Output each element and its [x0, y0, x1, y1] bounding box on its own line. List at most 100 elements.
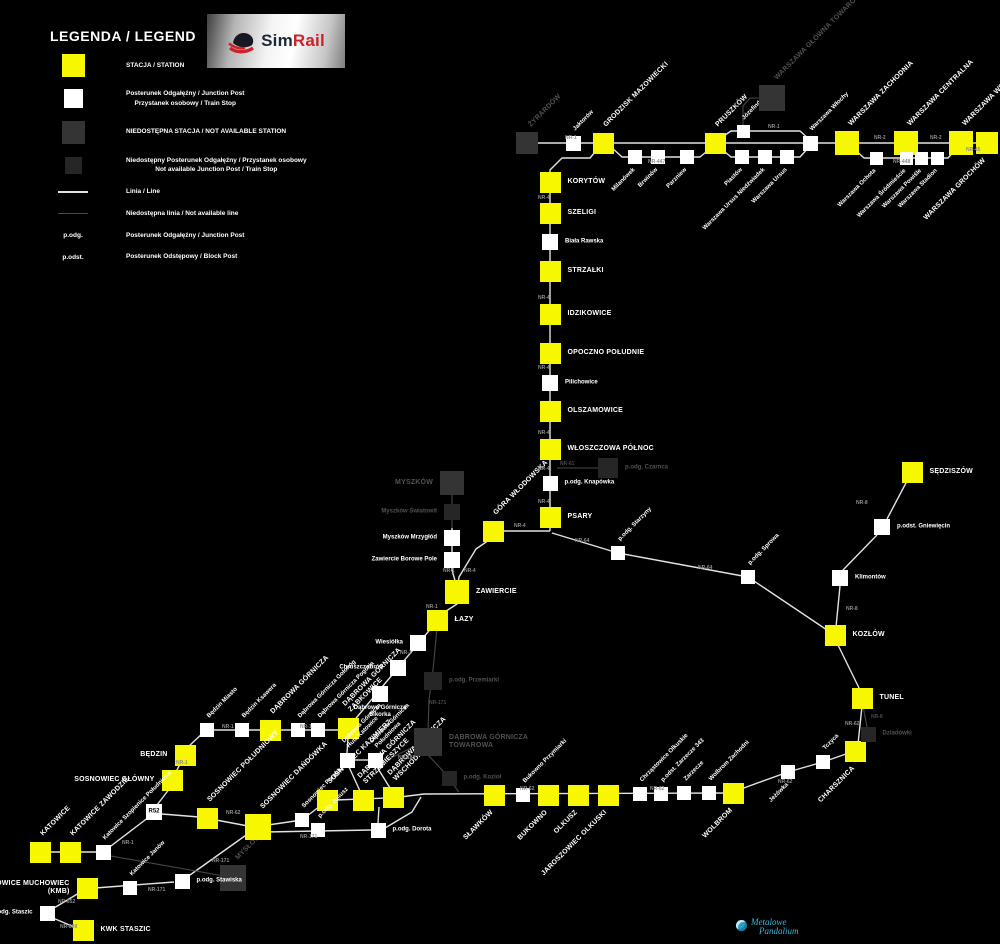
rail-line-unavailable [110, 855, 225, 877]
station-label-szeligi: SZELIGI [567, 208, 597, 216]
station-marker-dąbrowa-górnicza [339, 752, 355, 768]
station-label-p-odg-przemiarki: p.odg. Przemiarki [449, 677, 500, 684]
legend-item-text: Linia / Line [126, 188, 160, 195]
station-marker-myszków-mrzygłód [444, 530, 460, 546]
line-number-label: NR-1 [122, 840, 134, 846]
line-number-label: NR-4 [538, 195, 550, 201]
station-label-myszków: MYSZKÓW [395, 478, 433, 486]
legend-item-na-stop: Niedostępny Posterunek Odgałęźny / Przys… [50, 156, 307, 176]
station-label-p-odg-dorota: p.odg. Dorota [392, 826, 432, 833]
line-number-label: NR-1 [222, 724, 234, 730]
station-marker-szeligi [539, 202, 561, 224]
legend-item-na-station: NIEDOSTĘPNA STACJA / NOT AVAILABLE STATI… [50, 120, 307, 144]
line-number-label: NR-4 [514, 523, 526, 529]
station-marker-wiesiółka [410, 635, 426, 651]
simrail-logo: SimRail [207, 14, 345, 68]
station-marker-warszawa-zachodnia [835, 131, 859, 155]
na-station-marker-żyrardów [516, 132, 538, 154]
station-label-p-odg-knapówka: p.odg. Knapówka [564, 479, 615, 486]
legend-item-text: Niedostępny Posterunek Odgałęźny / Przys… [126, 156, 307, 174]
line-number-label: NR-4 [464, 568, 476, 574]
station-marker-dąbrowa-górnicza-gołonóg [291, 723, 305, 737]
line-number-label: NR-4 [538, 365, 550, 371]
station-marker-warszawa-wschodnia [949, 131, 973, 155]
rail-line [376, 766, 391, 789]
station-swatch [61, 54, 85, 77]
station-marker-p-odg-dorota [370, 822, 386, 838]
station-label-p-odst-gniewięcin: p.odst. Gniewięcin [897, 523, 951, 530]
station-marker-grodzisk-mazowiecki [592, 132, 614, 154]
station-marker-jeżówka [781, 765, 795, 779]
line-number-label: NR-898 [60, 924, 78, 930]
station-marker-józefinów [736, 124, 750, 138]
station-marker-p-odst-zarzecze-343 [654, 787, 668, 801]
rail-line [346, 737, 349, 754]
station-marker-tczyca [816, 755, 830, 769]
rail-line [399, 792, 734, 798]
station-label-opoczno-południe: OPOCZNO POŁUDNIE [567, 348, 645, 356]
station-marker-p-odg-stawiska [174, 873, 190, 889]
line-number-label: NR-652 [58, 899, 76, 905]
station-label-kwk-staszic: KWK STASZIC [100, 925, 151, 933]
station-marker-chruszczobród [390, 660, 406, 676]
line-number-label: NR-8 [856, 500, 868, 506]
podg-swatch: p.odg. [63, 231, 83, 239]
station-marker-korytów [539, 171, 561, 193]
line-number-label: NR-62 [778, 779, 793, 785]
na-station-marker-myszków-światowit [444, 504, 460, 520]
station-label-biała-rawska: Biała Rawska [565, 238, 604, 245]
station-marker-warszawa-powiśle [914, 151, 928, 165]
station-label-dąbrowa-górnicza: Dąbrowa Górnicza Sikorka [353, 705, 407, 719]
station-label-strzałki: STRZAŁKI [567, 266, 604, 274]
author-credit: Metalowe Pandalium [736, 917, 799, 937]
station-marker-idzikowice [539, 303, 561, 325]
station-marker-kozłów [824, 624, 846, 646]
station-marker-sławków [483, 784, 505, 806]
simrail-logo-icon [228, 32, 255, 54]
station-label-dziadówki: Dziadówki [882, 730, 912, 737]
station-label-zawiercie-borowe-pole: Zawiercie Borowe Pole [371, 556, 437, 563]
station-label-r52: R52 [148, 808, 160, 815]
station-marker-p-odg-staszic [39, 905, 55, 921]
line-number-label: NR-4 [538, 430, 550, 436]
line-number-label: NR-1 [426, 604, 438, 610]
station-label-dąbrowa-górnicza: DĄBROWA GÓRNICZA TOWAROWA [449, 733, 529, 749]
line-number-label: NR-448 [893, 159, 911, 165]
station-marker-p-odg-juliusz [311, 823, 325, 837]
station-marker-dąbrowa-górnicza [259, 719, 281, 741]
station-marker-olszamowice [539, 400, 561, 422]
podst-swatch: p.odst. [62, 253, 84, 261]
station-marker-wolbrom [722, 782, 744, 804]
rail-line [551, 532, 828, 631]
author-line1: Metalowe [751, 917, 787, 927]
station-marker-sosnowiec-główny [161, 769, 183, 791]
station-label-p-odg-staszic: p.odg. Staszic [0, 909, 33, 916]
line-number-label: NR-8 [846, 606, 858, 612]
station-label-wiesiółka: Wiesiółka [375, 639, 403, 646]
station-marker-dąbrowa-górnicza-pogoria [311, 723, 325, 737]
author-text: Metalowe Pandalium [751, 917, 799, 937]
na-station-swatch [61, 120, 85, 144]
station-label-chruszczobród: Chruszczobród [339, 664, 383, 671]
line-number-label: NR-62 [520, 786, 535, 792]
station-marker-warszawa-centralna [894, 131, 918, 155]
station-marker-warszawa-stadion [930, 151, 944, 165]
rail-line [189, 832, 250, 876]
station-label-myszków-mrzygłód: Myszków Mrzygłód [382, 534, 437, 541]
station-marker-sosnowiec-południowy [196, 807, 218, 829]
station-marker-katowice-muchowiec [76, 877, 98, 899]
station-marker-warszawa-grochów [976, 132, 998, 154]
station-label-olszamowice: OLSZAMOWICE [567, 406, 623, 414]
station-marker-katowice-janów [123, 881, 137, 895]
na-station-marker-myszków [440, 471, 464, 495]
rail-line-unavailable [742, 97, 764, 128]
station-label-p-odg-czarnca: p.odg. Czarnca [625, 464, 669, 471]
station-label-sosnowiec-główny: SOSNOWIEC GŁÓWNY [74, 775, 155, 783]
station-marker-łazy [426, 609, 448, 631]
line-number-label: NR-62 [650, 786, 665, 792]
legend-item-podst: p.odst.Posterunek Odstępowy / Block Post [50, 252, 307, 262]
station-label-włoszczowa-północ: WŁOSZCZOWA PÓŁNOC [567, 444, 654, 452]
station-marker-góra-włodowska [482, 520, 504, 542]
line-number-label: NR-1 [443, 568, 455, 574]
station-marker-dąbrowa-górnicza [382, 786, 404, 808]
